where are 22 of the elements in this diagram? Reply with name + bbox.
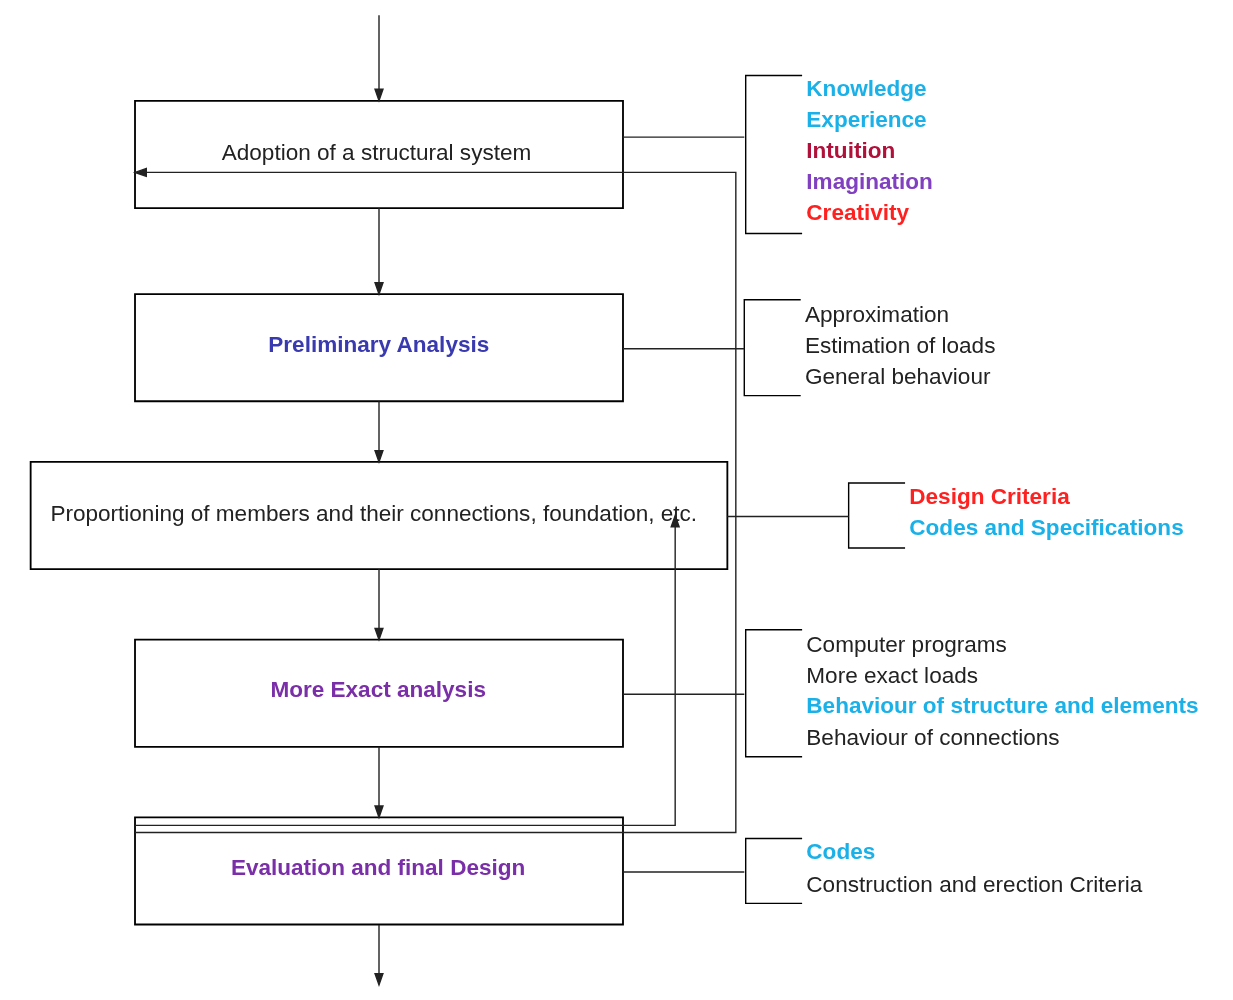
node-box: Proportioning of members and their connections, foundation, etc.: [29, 461, 728, 571]
node-text: Computer programs More exact loads Behaviour of structure and elements Behaviour of connections: [805, 632, 1199, 751]
connector: [621, 136, 745, 138]
node-text: Approximation Estimation of loads General behaviour: [804, 302, 995, 390]
arrow: [373, 924, 384, 987]
node-box: Preliminary Analysis: [133, 293, 624, 403]
arrow: [373, 568, 384, 642]
node-box: More Exact analysis: [133, 638, 624, 748]
node-box: Evaluation and final Design: [133, 816, 624, 926]
connector: [726, 515, 849, 518]
connector: [621, 871, 745, 873]
arrow: [373, 746, 384, 820]
connector: [621, 693, 745, 695]
arrow: [133, 513, 680, 827]
node-text: Design Criteria Codes and Specifications: [908, 483, 1184, 540]
arrow: [373, 400, 384, 465]
arrow: [373, 207, 384, 297]
node-text: Knowledge Experience Intuition Imagination Creativity: [805, 76, 933, 226]
arrow: [132, 167, 737, 834]
connector: [621, 348, 745, 350]
arrow: [373, 14, 384, 103]
node-text: Codes Construction and erection Criteria: [805, 839, 1142, 897]
